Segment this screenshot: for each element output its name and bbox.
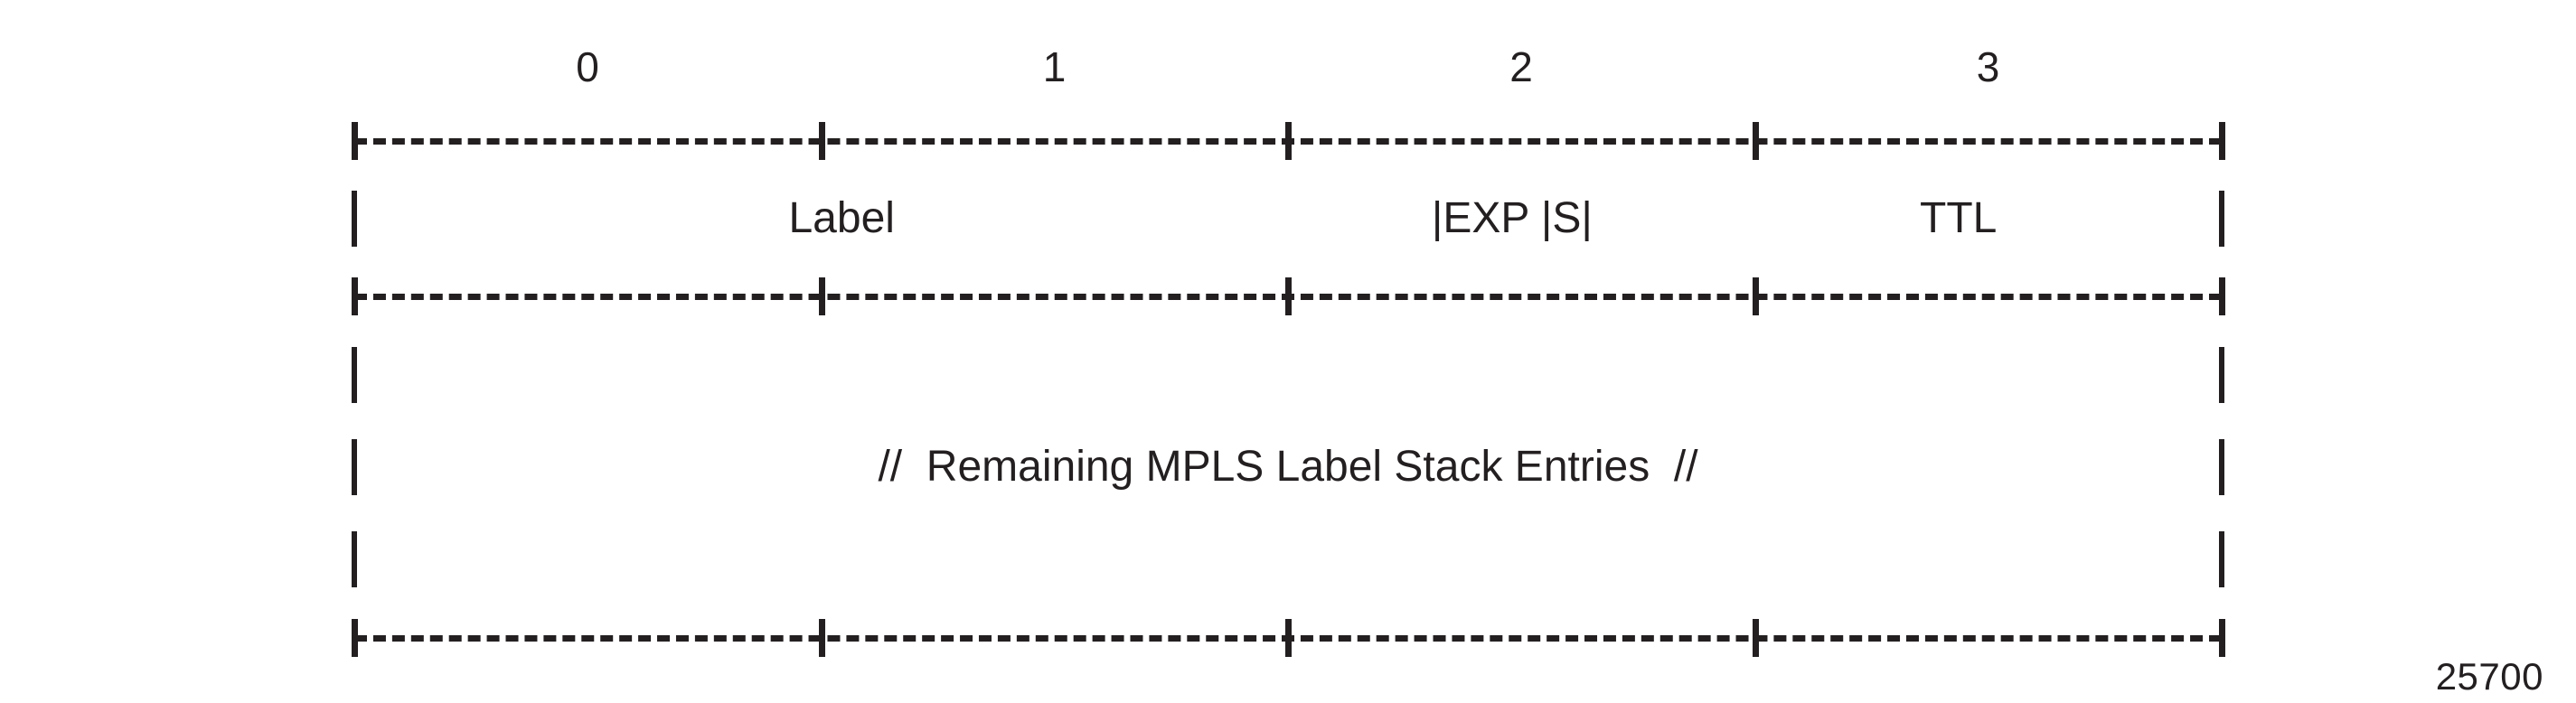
bit-ruler-octet-1: 1 — [1042, 43, 1067, 90]
field-label: Label — [788, 194, 895, 242]
pipe-icon — [352, 439, 357, 495]
plus-junction-icon — [818, 122, 825, 160]
pipe-icon — [352, 531, 357, 587]
bit-ruler: 0 1 2 3 — [354, 43, 2222, 90]
field-ttl: TTL — [1920, 194, 1998, 242]
packet-diagram-body: Label |EXP |S| TTL // Remaining MPLS Lab… — [352, 108, 2225, 670]
pipe-icon — [2219, 531, 2224, 587]
plus-junction-icon — [352, 122, 358, 160]
header-fields-row: Label |EXP |S| TTL — [352, 173, 2224, 264]
plus-junction-icon — [818, 619, 825, 657]
plus-junction-icon — [1752, 619, 1759, 657]
plus-junction-icon — [818, 277, 825, 315]
plus-junction-icon — [2219, 277, 2225, 315]
bit-ruler-octet-0: 0 — [576, 43, 600, 90]
plus-junction-icon — [1752, 277, 1759, 315]
border-rule-middle — [352, 264, 2225, 329]
plus-junction-icon — [2219, 122, 2225, 160]
pipe-icon — [2219, 439, 2224, 495]
bit-ruler-octet-2: 2 — [1509, 43, 1534, 90]
body-row-remaining-entries: // Remaining MPLS Label Stack Entries // — [352, 421, 2224, 513]
plus-junction-icon — [1285, 277, 1292, 315]
pipe-icon — [2219, 347, 2224, 403]
plus-junction-icon — [2219, 619, 2225, 657]
pipe-icon — [352, 347, 357, 403]
plus-junction-icon — [1752, 122, 1759, 160]
field-exp-s-bits: |EXP |S| — [1431, 194, 1593, 242]
body-row-blank-upper — [352, 329, 2224, 421]
figure-number: 25700 — [2435, 655, 2543, 698]
pipe-icon — [352, 191, 357, 247]
bit-ruler-octet-3: 3 — [1976, 43, 2000, 90]
border-rule-bottom — [352, 605, 2225, 670]
border-rule-top — [352, 108, 2225, 173]
plus-junction-icon — [1285, 122, 1292, 160]
pipe-icon — [2219, 191, 2224, 247]
plus-junction-icon — [1285, 619, 1292, 657]
field-remaining-stack-entries: // Remaining MPLS Label Stack Entries // — [878, 443, 1698, 491]
plus-junction-icon — [352, 619, 358, 657]
plus-junction-icon — [352, 277, 358, 315]
body-row-blank-lower — [352, 513, 2224, 605]
